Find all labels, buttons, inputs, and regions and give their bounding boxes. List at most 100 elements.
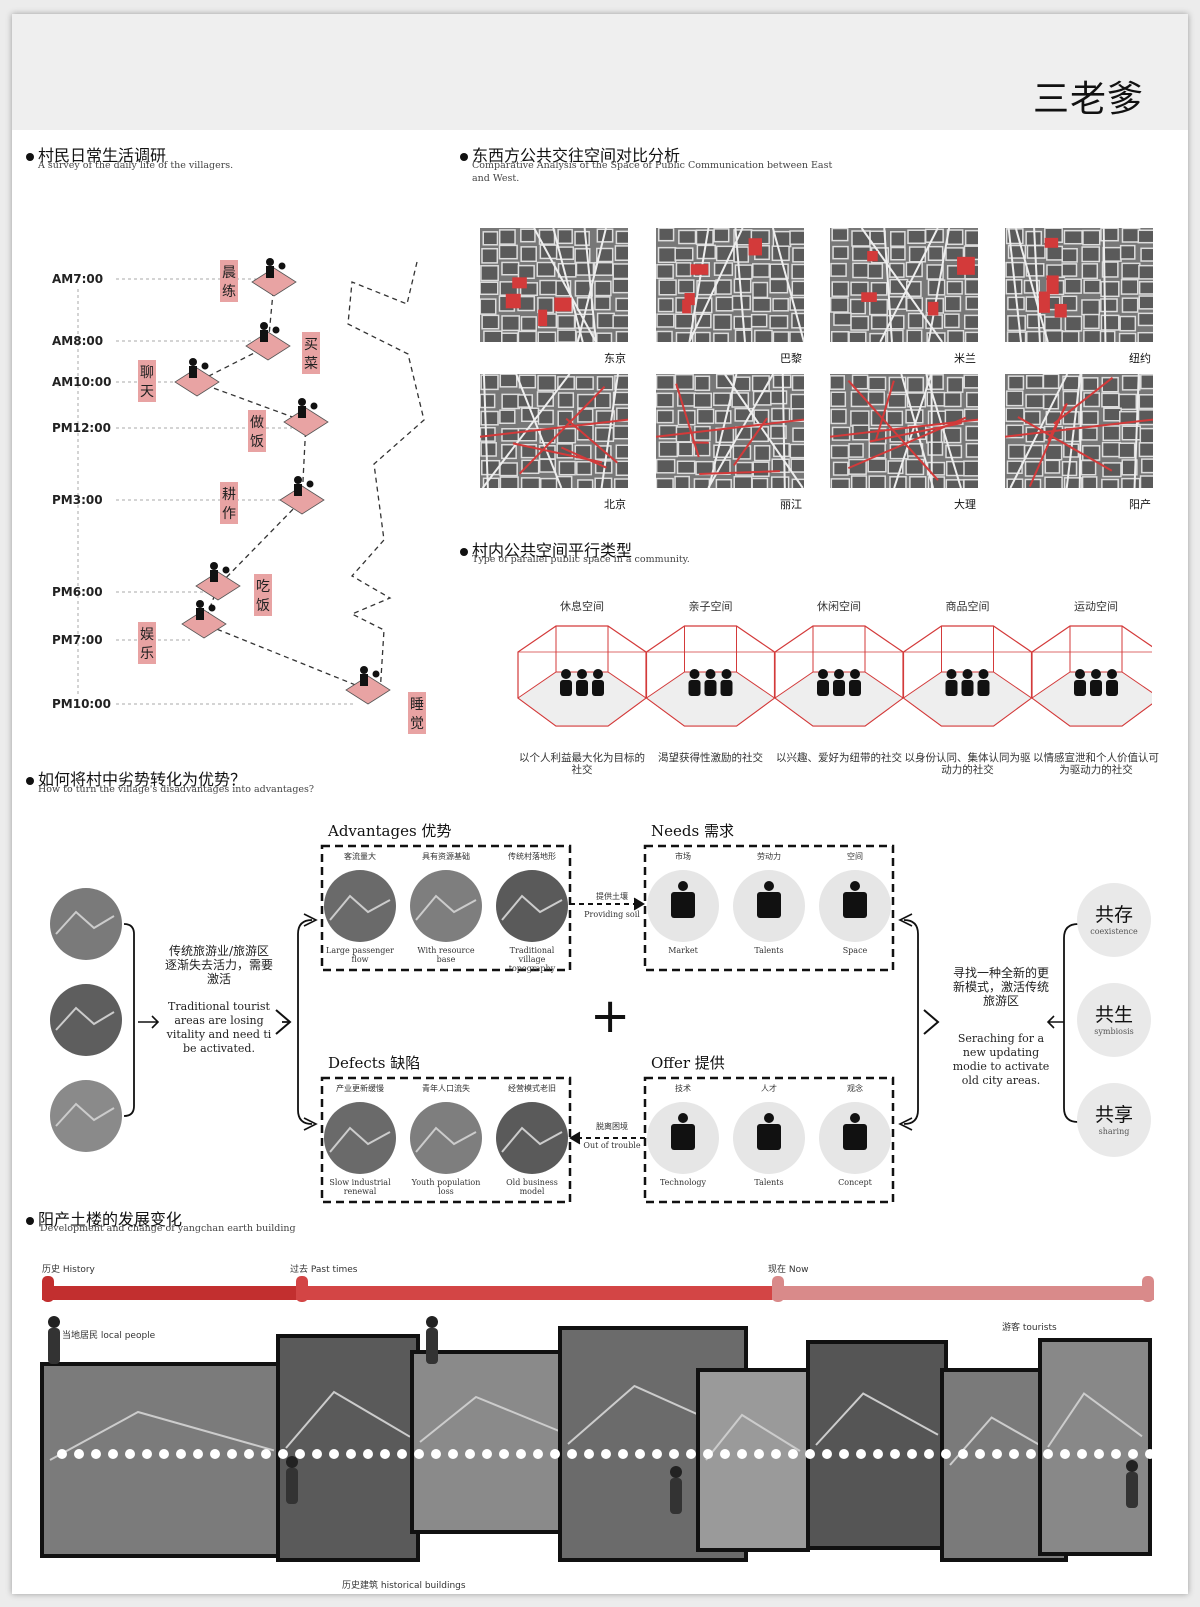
city-block	[943, 313, 960, 329]
outcome-en: symbiosis	[1094, 1027, 1134, 1036]
city-block	[850, 281, 869, 296]
person-icon	[577, 669, 587, 679]
city-name: 米兰	[954, 352, 976, 365]
public-space-mark	[1054, 303, 1067, 318]
dotted-path-dot	[244, 1449, 254, 1459]
arrow-top-en: Providing soil	[584, 910, 640, 919]
city-block	[1103, 407, 1122, 422]
street	[883, 228, 893, 342]
city-block	[1061, 330, 1080, 342]
space-type-name: 休息空间	[560, 600, 604, 613]
activity-label-bg	[138, 360, 156, 402]
arrow-bottom-en: Out of trouble	[583, 1141, 641, 1150]
city-block	[656, 409, 674, 424]
city-block	[1139, 475, 1153, 488]
street	[734, 228, 746, 342]
city-block	[770, 425, 787, 440]
dotted-path-dot	[703, 1449, 713, 1459]
time-label: PM3:00	[52, 493, 103, 507]
city-block	[830, 262, 847, 277]
city-block	[657, 297, 674, 313]
dotted-path-dot	[737, 1449, 747, 1459]
city-block	[557, 314, 576, 330]
city-block	[789, 230, 804, 245]
city-block	[1141, 458, 1153, 474]
photo-roofline	[815, 1392, 939, 1446]
city-block	[752, 263, 770, 278]
dotted-path-dot	[856, 1449, 866, 1459]
defects-title: Defects 缺陷	[328, 1054, 421, 1072]
city-block	[867, 458, 887, 473]
city-block	[1044, 476, 1063, 488]
city-block	[906, 329, 923, 342]
historic-photo	[806, 1340, 948, 1550]
dotted-path-dot	[448, 1449, 458, 1459]
resource-icon	[843, 1124, 867, 1150]
street	[1133, 374, 1140, 488]
person-body-icon	[1090, 680, 1102, 696]
activity-2: 聊天	[138, 358, 220, 402]
city-block	[1119, 315, 1137, 332]
city-block	[1044, 459, 1061, 474]
city-block	[482, 231, 499, 246]
city-block	[832, 245, 849, 260]
person-icon	[266, 258, 274, 266]
space-type-name: 运动空间	[1074, 600, 1118, 613]
city-block	[1137, 229, 1153, 244]
city-block	[1100, 298, 1118, 313]
street	[1065, 374, 1082, 488]
city-block	[480, 410, 499, 426]
photo-roofline	[415, 1126, 477, 1153]
survey-title: 村民日常生活调研	[26, 142, 166, 166]
resource-icon-head	[850, 881, 860, 891]
city-block	[1005, 390, 1024, 407]
city-block	[792, 427, 804, 443]
city-block	[656, 374, 675, 391]
public-space-mark	[505, 293, 521, 309]
city-block	[694, 375, 711, 391]
city-block	[1046, 245, 1064, 261]
person-icon	[978, 669, 989, 679]
city-block	[1139, 427, 1153, 444]
city-block	[481, 314, 500, 330]
city-block	[536, 261, 556, 277]
item-label-zh: 产业更新缓慢	[336, 1084, 384, 1093]
resource-icon	[843, 892, 867, 918]
arrow-icon	[303, 913, 318, 927]
person-body-icon	[592, 680, 604, 696]
city-block	[965, 425, 978, 442]
city-block	[657, 246, 677, 264]
city-name: 北京	[604, 498, 626, 511]
city-block	[674, 374, 694, 391]
person-icon	[48, 1316, 60, 1328]
city-block	[557, 376, 575, 390]
city-block	[1026, 330, 1045, 342]
street	[707, 374, 738, 488]
city-block	[674, 247, 694, 261]
city-map-graphic	[830, 228, 978, 342]
city-block	[1101, 478, 1119, 488]
photo-roofline	[55, 1006, 115, 1031]
person-body-icon	[849, 680, 861, 696]
person-icon	[593, 669, 603, 679]
activity-4: 耕作	[220, 476, 325, 524]
dotted-path-dot	[601, 1449, 611, 1459]
outcome-en: coexistence	[1090, 927, 1138, 936]
city-block	[964, 331, 978, 342]
city-block	[963, 408, 978, 423]
city-block	[657, 228, 675, 242]
city-map	[1005, 374, 1153, 488]
city-block	[715, 296, 734, 312]
village-photo	[50, 888, 122, 960]
resource-icon-head	[764, 1113, 774, 1123]
city-block	[850, 410, 870, 427]
city-block	[886, 410, 904, 426]
merge-bracket	[903, 919, 919, 1125]
city-block	[1121, 477, 1141, 488]
city-name: 纽约	[1129, 352, 1151, 365]
activity-label-char: 天	[140, 384, 154, 400]
timeline-marker	[772, 1276, 784, 1302]
dotted-path-dot	[618, 1449, 628, 1459]
person-icon	[1091, 669, 1101, 679]
